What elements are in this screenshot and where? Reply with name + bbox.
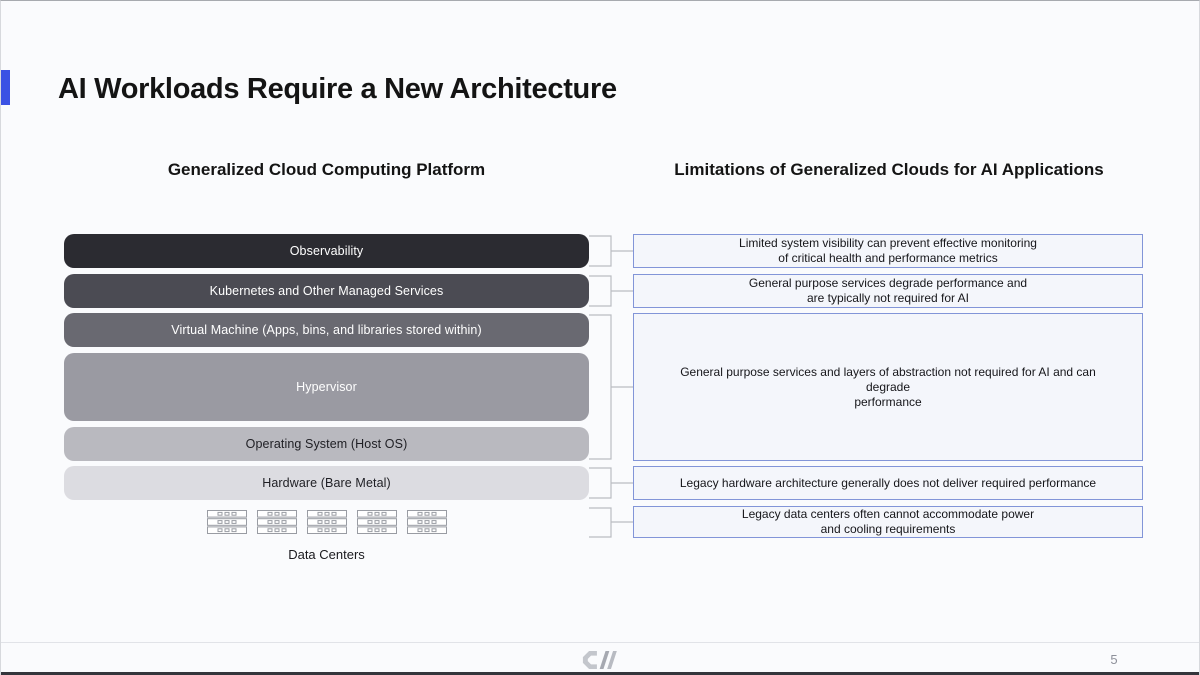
limitation-managed-services: General purpose services degrade perform… [633, 274, 1143, 308]
data-center-icon-row [64, 510, 589, 534]
stack-layer-operating-system: Operating System (Host OS) [64, 427, 589, 461]
coreweave-logo-icon [582, 650, 617, 670]
server-rack-icon [356, 510, 397, 534]
page-title: AI Workloads Require a New Architecture [58, 73, 617, 105]
stack-layer-virtual-machine: Virtual Machine (Apps, bins, and librari… [64, 313, 589, 347]
page-number: 5 [1110, 652, 1118, 667]
stack-layer-hypervisor: Hypervisor [64, 353, 589, 421]
limitation-legacy-data-centers: Legacy data centers often cannot accommo… [633, 506, 1143, 538]
server-rack-icon [306, 510, 347, 534]
stack-layer-hardware: Hardware (Bare Metal) [64, 466, 589, 500]
right-column-header: Limitations of Generalized Clouds for AI… [674, 160, 1104, 179]
server-rack-icon [256, 510, 297, 534]
server-rack-icon [406, 510, 447, 534]
limitation-abstraction-layers: General purpose services and layers of a… [633, 313, 1143, 461]
stack-layer-kubernetes: Kubernetes and Other Managed Services [64, 274, 589, 308]
footer-divider [1, 642, 1199, 643]
limitation-legacy-hardware: Legacy hardware architecture generally d… [633, 466, 1143, 500]
stack-layer-observability: Observability [64, 234, 589, 268]
slide-bottom-edge [1, 672, 1199, 675]
title-accent-bar [1, 70, 10, 105]
server-rack-icon [206, 510, 247, 534]
limitation-observability: Limited system visibility can prevent ef… [633, 234, 1143, 268]
left-column-header: Generalized Cloud Computing Platform [167, 160, 486, 179]
data-centers-label: Data Centers [288, 547, 365, 562]
